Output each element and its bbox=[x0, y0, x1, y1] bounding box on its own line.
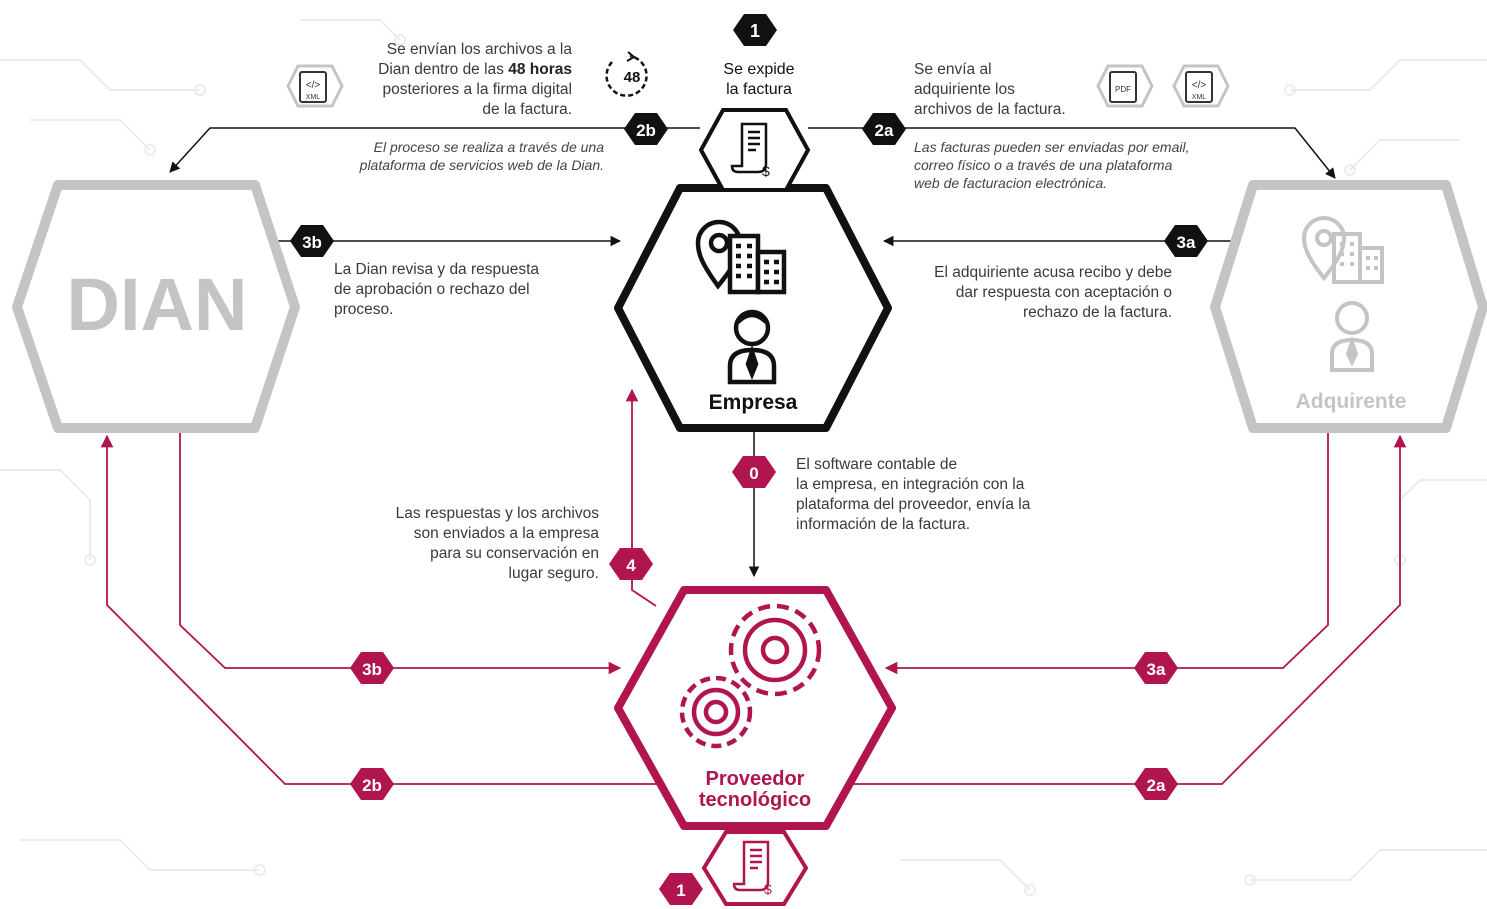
envia-adquiriente-text: Se envía al adquiriente los archivos de … bbox=[914, 61, 1066, 118]
proceso-web-text: El proceso se realiza a través de una pl… bbox=[359, 139, 604, 173]
invoice-icon: $ bbox=[732, 840, 772, 897]
proveedor-title-line1: Proveedor bbox=[706, 768, 805, 790]
empresa-title: Empresa bbox=[709, 391, 798, 414]
svg-text:1: 1 bbox=[676, 881, 685, 900]
adquiriente-acusa-text: El adquiriente acusa recibo y debe dar r… bbox=[934, 264, 1172, 321]
person-icon bbox=[727, 309, 777, 385]
invoice-icon: $ bbox=[730, 122, 770, 179]
step-badge-1-bottom: 1 bbox=[659, 873, 703, 905]
software-text: El software contable de la empresa, en i… bbox=[796, 456, 1031, 533]
dian-node: DIAN bbox=[12, 180, 300, 433]
step-badge-3b-bottom: 3b bbox=[350, 652, 394, 684]
arrow-2b-to-dian bbox=[169, 127, 700, 173]
step-badge-2b-top: 2b bbox=[624, 113, 668, 145]
invoice-top-node: $ bbox=[698, 108, 811, 192]
step-badge-2b-bottom: 2b bbox=[350, 768, 394, 800]
empresa-node: Empresa bbox=[614, 184, 892, 432]
svg-text:</>: </> bbox=[306, 80, 321, 91]
person-icon bbox=[1330, 301, 1374, 372]
arrow-2a-to-adq-bottom bbox=[852, 434, 1407, 785]
adquirente-node: Adquirente bbox=[1210, 180, 1487, 433]
svg-text:2a: 2a bbox=[1147, 776, 1166, 795]
step-badge-0: 0 bbox=[732, 456, 776, 488]
svg-text:1: 1 bbox=[750, 21, 760, 41]
pdf-label: PDF bbox=[1115, 85, 1131, 94]
xml-label: XML bbox=[306, 94, 321, 101]
arrow-2b-to-dian-bottom bbox=[100, 434, 660, 785]
svg-text:3a: 3a bbox=[1147, 660, 1166, 679]
xml-label: XML bbox=[1192, 94, 1207, 101]
location-building-icon bbox=[695, 219, 787, 295]
svg-text:0: 0 bbox=[749, 464, 758, 483]
envian-dian-text: Se envían los archivos a la Dian dentro … bbox=[378, 41, 572, 118]
bottom-arrows bbox=[100, 388, 1407, 785]
adquirente-title: Adquirente bbox=[1296, 390, 1407, 413]
svg-text:$: $ bbox=[764, 881, 772, 897]
proveedor-title-line2: tecnológico bbox=[699, 789, 811, 811]
invoice-bottom-node: $ bbox=[701, 830, 809, 906]
svg-text:3b: 3b bbox=[302, 233, 322, 252]
arrow-dian-3b-to-proveedor bbox=[179, 432, 622, 675]
step-badge-4: 4 bbox=[609, 548, 653, 580]
dian-title: DIAN bbox=[67, 263, 248, 346]
svg-text:4: 4 bbox=[626, 556, 636, 575]
step-badge-2a-top: 2a bbox=[862, 113, 906, 145]
arrow-adq-3a-to-proveedor bbox=[884, 432, 1329, 675]
step-badge-3b-top: 3b bbox=[290, 225, 334, 257]
svg-text:3b: 3b bbox=[362, 660, 382, 679]
dian-revisa-text: La Dian revisa y da respuesta de aprobac… bbox=[334, 261, 540, 318]
svg-text:</>: </> bbox=[1192, 80, 1207, 91]
step-badge-2a-bottom: 2a bbox=[1134, 768, 1178, 800]
expide-label: Se expide la factura bbox=[700, 60, 818, 100]
facturas-email-text: Las facturas pueden ser enviadas por ema… bbox=[914, 139, 1190, 191]
svg-text:3a: 3a bbox=[1177, 233, 1196, 252]
xml-file-icon-left: </> XML bbox=[286, 64, 344, 108]
proveedor-node: Proveedor tecnológico bbox=[614, 586, 896, 830]
step-badge-3a-bottom: 3a bbox=[1134, 652, 1178, 684]
circuit-background bbox=[0, 19, 1487, 896]
pdf-file-icon: PDF bbox=[1096, 64, 1154, 108]
svg-text:2a: 2a bbox=[875, 121, 894, 140]
step-badge-3a-top: 3a bbox=[1164, 225, 1208, 257]
svg-text:2b: 2b bbox=[636, 121, 656, 140]
svg-text:2b: 2b bbox=[362, 776, 382, 795]
respuestas-text: Las respuestas y los archivos son enviad… bbox=[395, 505, 599, 582]
xml-file-icon-right: </> XML bbox=[1172, 64, 1230, 108]
expide-line1: Se expide bbox=[723, 61, 795, 78]
arrow-2a-to-adquirente bbox=[808, 127, 1336, 179]
svg-text:$: $ bbox=[762, 163, 770, 179]
location-building-icon bbox=[1301, 216, 1384, 284]
arrow-4-to-empresa bbox=[625, 388, 657, 607]
expide-line2: la factura bbox=[726, 81, 792, 98]
hours-badge: 48 bbox=[624, 69, 641, 86]
timer-48-icon: 48 bbox=[605, 51, 648, 97]
gears-icon bbox=[679, 603, 822, 749]
step-badge-1-top: 1 bbox=[733, 14, 777, 46]
